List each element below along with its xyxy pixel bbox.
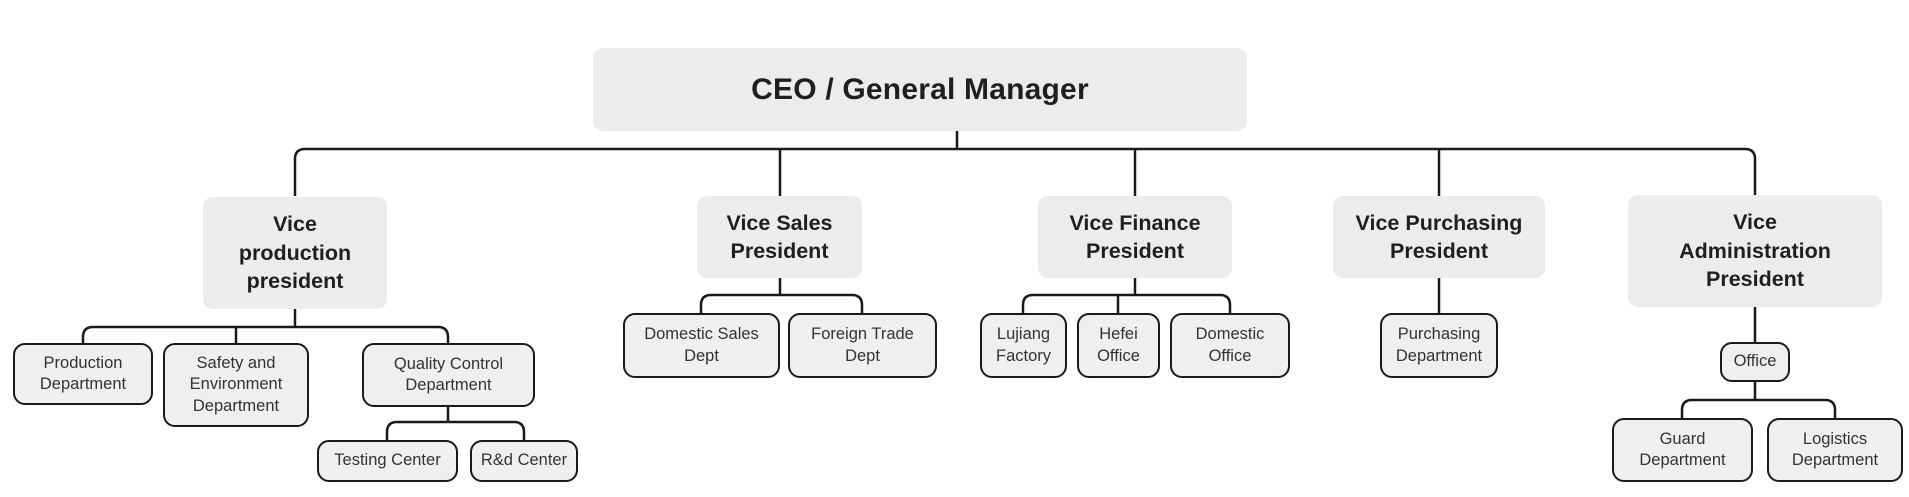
node-vp-admin: Vice Administration President	[1628, 195, 1882, 307]
node-vp-finance-label: Vice Finance President	[1069, 210, 1201, 263]
node-purchasing-dept: Purchasing Department	[1380, 313, 1498, 378]
node-ceo-label: CEO / General Manager	[751, 72, 1089, 106]
node-purchasing-dept-label: Purchasing Department	[1395, 325, 1483, 365]
node-safety-env-dept-label: Safety and Environment Department	[189, 354, 283, 415]
node-vp-production-label: Vice production president	[238, 212, 352, 294]
connector-main-trunk	[293, 147, 1757, 196]
node-guard-dept: Guard Department	[1612, 418, 1753, 482]
connector-quality-trunk	[385, 420, 526, 440]
node-foreign-trade-label: Foreign Trade Dept	[811, 325, 914, 365]
connector-sales-trunk	[699, 293, 864, 313]
node-domestic-sales-label: Domestic Sales Dept	[644, 325, 759, 365]
node-logistics-dept: Logistics Department	[1767, 418, 1903, 482]
node-vp-production: Vice production president	[203, 197, 387, 309]
node-production-dept: Production Department	[13, 343, 153, 405]
connector-office-trunk	[1680, 398, 1837, 418]
node-office-label: Office	[1733, 352, 1777, 371]
node-ceo: CEO / General Manager	[593, 48, 1247, 131]
node-hefei-office-label: Hefei Office	[1097, 325, 1140, 365]
node-vp-admin-label: Vice Administration President	[1679, 210, 1831, 292]
node-vp-sales: Vice Sales President	[697, 196, 862, 278]
node-vp-finance: Vice Finance President	[1038, 196, 1232, 278]
node-rnd-center: R&d Center	[470, 440, 578, 482]
node-testing-center: Testing Center	[317, 440, 458, 482]
node-domestic-office: Domestic Office	[1170, 313, 1290, 378]
node-safety-env-dept: Safety and Environment Department	[163, 343, 309, 427]
node-quality-dept: Quality Control Department	[362, 343, 535, 407]
node-office: Office	[1720, 342, 1790, 382]
node-vp-purchasing: Vice Purchasing President	[1333, 196, 1545, 278]
node-vp-purchasing-label: Vice Purchasing President	[1355, 210, 1523, 263]
node-quality-dept-label: Quality Control Department	[393, 354, 504, 394]
connector-production-trunk	[81, 325, 450, 343]
node-vp-sales-label: Vice Sales President	[726, 210, 833, 263]
node-lujiang-factory: Lujiang Factory	[980, 313, 1067, 378]
node-foreign-trade: Foreign Trade Dept	[788, 313, 937, 378]
node-guard-dept-label: Guard Department	[1639, 429, 1726, 469]
node-production-dept-label: Production Department	[39, 353, 127, 393]
connector-finance-trunk	[1021, 293, 1232, 313]
node-hefei-office: Hefei Office	[1077, 313, 1160, 378]
node-domestic-office-label: Domestic Office	[1195, 325, 1265, 365]
node-rnd-center-label: R&d Center	[480, 451, 568, 470]
node-logistics-dept-label: Logistics Department	[1791, 429, 1879, 469]
node-domestic-sales: Domestic Sales Dept	[623, 313, 780, 378]
node-lujiang-factory-label: Lujiang Factory	[995, 325, 1051, 365]
node-testing-center-label: Testing Center	[334, 451, 441, 470]
